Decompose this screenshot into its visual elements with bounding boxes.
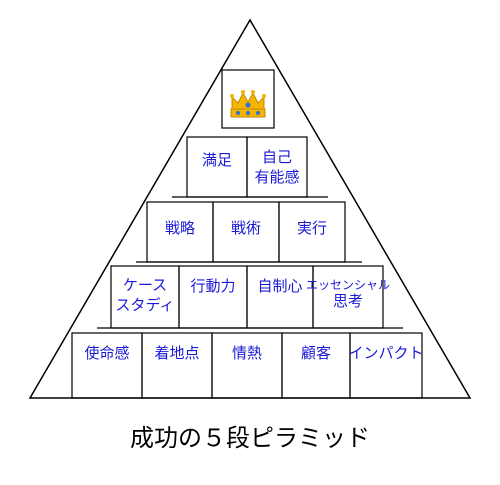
tier4-label-c: 自制心 (257, 277, 302, 295)
tier3-label-c: 実行 (297, 219, 327, 237)
tier4-label-d-1: エッセンシャル (306, 278, 390, 292)
tier5-box-e (349, 332, 423, 399)
crown-icon (230, 90, 266, 118)
tier4-label-d-2: 思考 (333, 292, 363, 310)
tier3-label-a: 戦略 (165, 219, 195, 237)
tier5-label-b: 着地点 (154, 344, 199, 362)
pyramid-outline (28, 18, 472, 399)
tier2-label-right-2: 有能感 (254, 168, 299, 186)
tier5-label-e: インパクト (348, 344, 423, 362)
tier4-label-a-2: スタディ (116, 296, 175, 314)
tier4-label-b: 行動力 (190, 277, 235, 295)
tier5-label-c: 情熱 (232, 344, 262, 362)
diagram-caption: 成功の５段ピラミッド (130, 424, 370, 452)
tier2-label-left: 満足 (202, 151, 232, 169)
tier5-label-a: 使命感 (84, 344, 129, 362)
tier4-label-a-1: ケース (123, 276, 167, 294)
tier1-box (221, 69, 275, 129)
tier2-label-right-1: 自己 (262, 148, 292, 166)
tier5-label-d: 顧客 (301, 344, 331, 362)
tier3-label-b: 戦術 (231, 219, 261, 237)
